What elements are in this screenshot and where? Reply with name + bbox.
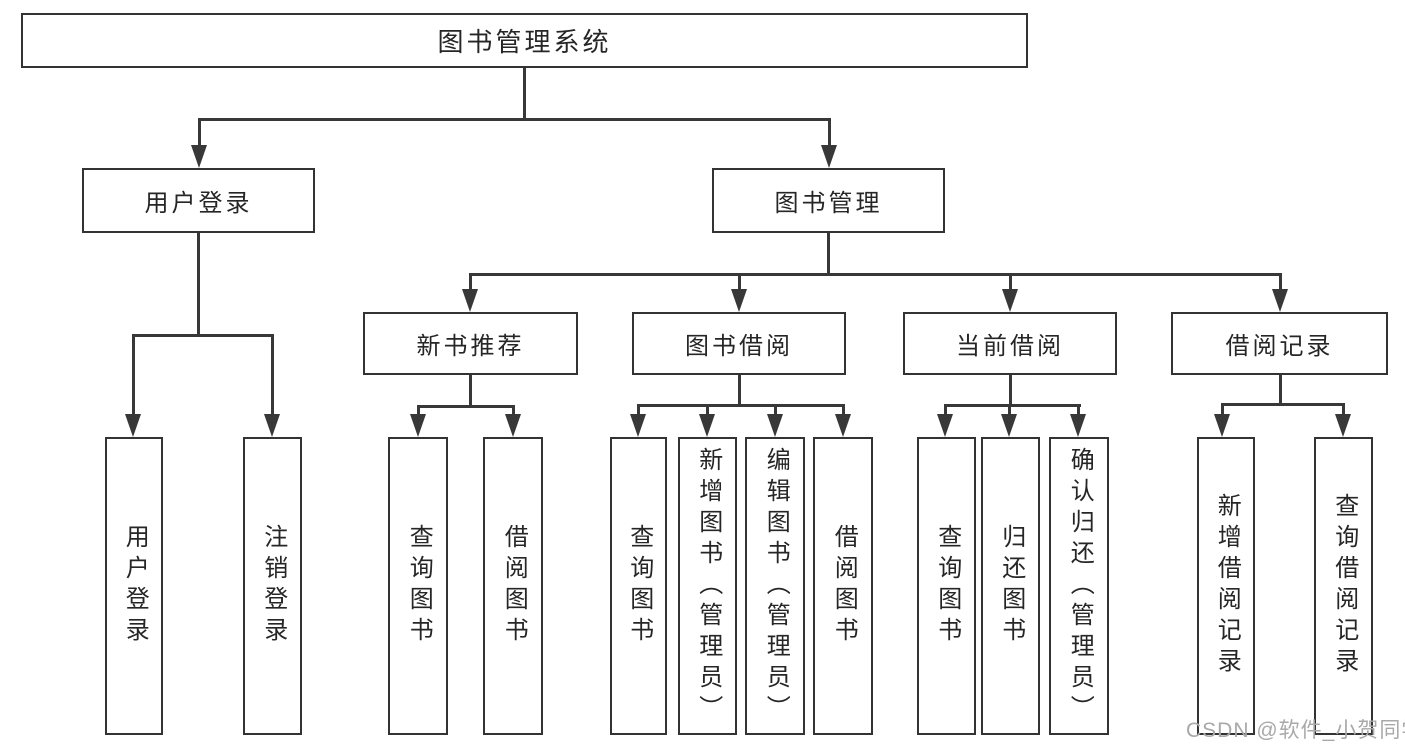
arrow-down-icon xyxy=(835,414,851,437)
arrow-down-icon xyxy=(937,414,953,437)
connector-line xyxy=(1009,273,1012,293)
connector-line xyxy=(198,118,201,150)
leaf-edit-books-admin: 编辑图书（管理员） xyxy=(745,437,805,735)
leaf-query-books-1-label: 查询图书 xyxy=(405,524,433,648)
connector-line xyxy=(774,404,777,418)
connector-line xyxy=(198,118,830,121)
arrow-down-icon xyxy=(410,414,426,437)
arrow-down-icon xyxy=(1001,414,1017,437)
connector-line xyxy=(706,404,709,418)
node-new-book-recommendation-label: 新书推荐 xyxy=(416,333,525,360)
connector-line xyxy=(1009,375,1012,407)
node-book-borrowing: 图书借阅 xyxy=(632,312,846,375)
arrow-down-icon xyxy=(767,414,783,437)
connector-line xyxy=(1279,273,1282,293)
arrow-down-icon xyxy=(821,145,837,168)
connector-line xyxy=(197,233,200,337)
node-borrowing-records: 借阅记录 xyxy=(1171,312,1388,375)
leaf-borrow-books-1: 借阅图书 xyxy=(483,437,543,735)
leaf-add-books-admin: 新增图书（管理员） xyxy=(678,437,737,735)
node-root: 图书管理系统 xyxy=(21,13,1028,68)
leaf-query-borrow-record-label: 查询借阅记录 xyxy=(1330,493,1358,679)
connector-line xyxy=(469,273,1281,276)
arrow-down-icon xyxy=(731,289,747,312)
leaf-borrow-books-2-label: 借阅图书 xyxy=(830,524,858,648)
node-user-login-label: 用户登录 xyxy=(144,190,253,217)
arrow-down-icon xyxy=(1335,414,1351,437)
connector-line xyxy=(1279,375,1282,406)
connector-line xyxy=(738,375,741,407)
leaf-borrow-books-2: 借阅图书 xyxy=(813,437,873,735)
connector-line xyxy=(1221,403,1345,406)
node-book-borrowing-label: 图书借阅 xyxy=(685,333,793,360)
connector-line xyxy=(512,405,515,419)
arrow-down-icon xyxy=(191,145,207,168)
node-current-borrowing-label: 当前借阅 xyxy=(956,333,1064,360)
leaf-query-books-2: 查询图书 xyxy=(610,437,667,735)
arrow-down-icon xyxy=(1214,414,1230,437)
leaf-query-books-2-label: 查询图书 xyxy=(625,524,653,648)
connector-line xyxy=(1008,404,1011,418)
connector-line xyxy=(469,375,472,408)
arrow-down-icon xyxy=(1070,414,1086,437)
leaf-add-borrow-record-label: 新增借阅记录 xyxy=(1213,493,1241,679)
leaf-user-login-label: 用户登录 xyxy=(121,524,149,648)
node-book-management-label: 图书管理 xyxy=(774,190,883,217)
arrow-down-icon xyxy=(699,414,715,437)
connector-line xyxy=(417,405,420,419)
leaf-return-books-label: 归还图书 xyxy=(997,524,1025,648)
leaf-confirm-return-admin-label: 确认归还（管理员） xyxy=(1066,446,1094,726)
connector-line xyxy=(637,404,640,418)
leaf-query-books-3-label: 查询图书 xyxy=(933,524,961,648)
node-new-book-recommendation: 新书推荐 xyxy=(363,312,578,375)
arrow-down-icon xyxy=(630,414,646,437)
connector-line xyxy=(842,404,845,418)
connector-line xyxy=(1077,404,1080,418)
leaf-add-books-admin-label: 新增图书（管理员） xyxy=(694,446,722,726)
leaf-return-books: 归还图书 xyxy=(981,437,1040,735)
leaf-borrow-books-1-label: 借阅图书 xyxy=(500,524,528,648)
connector-line xyxy=(828,118,831,150)
leaf-add-borrow-record: 新增借阅记录 xyxy=(1197,437,1255,735)
connector-line xyxy=(1342,403,1345,418)
leaf-logout: 注销登录 xyxy=(243,437,302,735)
connector-line xyxy=(827,233,830,276)
leaf-logout-label: 注销登录 xyxy=(259,524,287,648)
arrow-down-icon xyxy=(505,414,521,437)
node-current-borrowing: 当前借阅 xyxy=(903,312,1117,375)
leaf-user-login: 用户登录 xyxy=(105,437,163,735)
leaf-query-books-3: 查询图书 xyxy=(917,437,976,735)
connector-line xyxy=(132,334,135,419)
connector-line xyxy=(132,334,274,337)
arrow-down-icon xyxy=(462,289,478,312)
arrow-down-icon xyxy=(125,414,141,437)
connector-line xyxy=(944,404,1081,407)
connector-line xyxy=(738,273,741,293)
connector-line xyxy=(469,273,472,293)
node-borrowing-records-label: 借阅记录 xyxy=(1225,333,1334,360)
leaf-confirm-return-admin: 确认归还（管理员） xyxy=(1049,437,1109,735)
leaf-query-books-1: 查询图书 xyxy=(388,437,448,735)
node-user-login: 用户登录 xyxy=(82,168,315,233)
leaf-query-borrow-record: 查询借阅记录 xyxy=(1314,437,1373,735)
connector-line xyxy=(523,68,526,120)
node-book-management: 图书管理 xyxy=(712,168,945,233)
csdn-watermark: CSDN @软件_小贺同学 xyxy=(1186,719,1405,742)
leaf-edit-books-admin-label: 编辑图书（管理员） xyxy=(762,446,790,726)
node-root-label: 图书管理系统 xyxy=(437,27,612,57)
connector-line xyxy=(417,405,515,408)
connector-line xyxy=(944,404,947,418)
arrow-down-icon xyxy=(264,414,280,437)
connector-line xyxy=(271,334,274,419)
arrow-down-icon xyxy=(1272,289,1288,312)
connector-line xyxy=(637,404,845,407)
connector-line xyxy=(1221,403,1224,418)
arrow-down-icon xyxy=(1002,289,1018,312)
